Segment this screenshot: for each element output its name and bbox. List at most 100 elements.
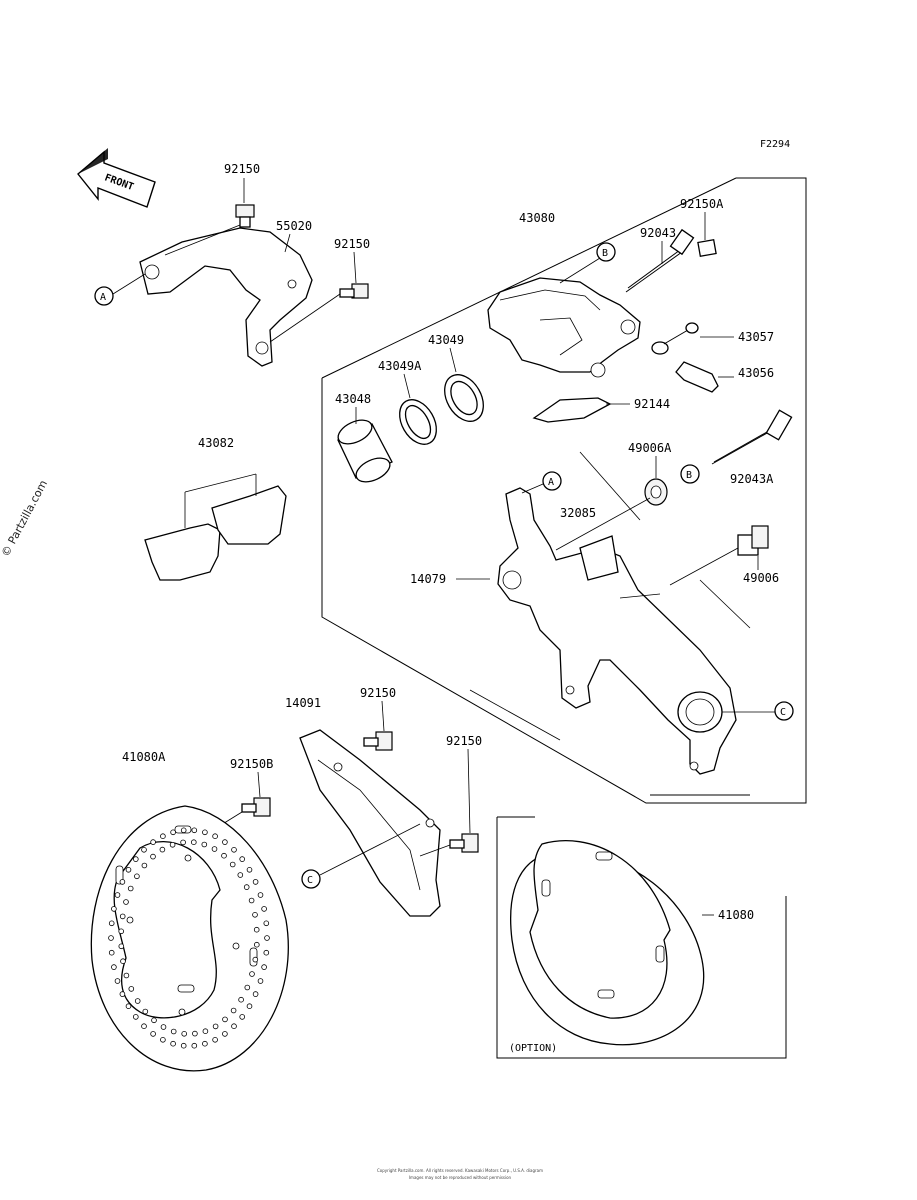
- disc-drill-hole: [134, 998, 141, 1004]
- option-label: (OPTION): [509, 1043, 557, 1054]
- disc-drill-hole: [118, 943, 125, 950]
- disc-drill-hole: [160, 1024, 167, 1030]
- disc-drill-hole: [252, 991, 259, 997]
- disc-drill-hole: [252, 911, 258, 918]
- disc-drill-hole: [238, 996, 244, 1003]
- disc-drill-hole: [248, 897, 255, 904]
- piston-43048: [337, 419, 393, 483]
- label-43082: 43082: [198, 436, 234, 450]
- label-92043A: 92043A: [730, 472, 774, 486]
- disc-drill-hole: [253, 926, 260, 933]
- disc-drill-hole: [180, 1042, 187, 1049]
- footer-line-2: Images may not be reproduced without per…: [408, 1175, 512, 1180]
- bleeder-43057: [651, 322, 699, 355]
- option-box-outline: [496, 816, 787, 1059]
- caliper-assembly-outline: [321, 177, 807, 804]
- callout-c-guard: C: [301, 869, 321, 889]
- disc-drill-hole: [150, 1031, 156, 1037]
- label-92150A: 92150A: [680, 197, 724, 211]
- disc-drill-hole: [170, 1040, 176, 1047]
- disc-drill-hole: [181, 1031, 188, 1037]
- disc-drill-hole: [169, 841, 176, 848]
- disc-drill-hole: [239, 856, 246, 862]
- callout-a-left: A: [94, 286, 114, 306]
- disc-drill-hole: [160, 833, 166, 839]
- disc-drill-hole: [134, 873, 140, 880]
- disc-drill-hole: [261, 964, 267, 970]
- pin-92043: [625, 228, 695, 293]
- disc-drill-hole: [111, 964, 117, 970]
- disc-drill-hole: [192, 1030, 198, 1037]
- callout-a-holder: A: [542, 471, 562, 491]
- disc-drill-hole: [170, 829, 176, 836]
- bolt-92150B: [241, 797, 271, 817]
- disc-drill-hole: [120, 958, 126, 964]
- callout-b-caliper: B: [596, 242, 616, 262]
- disc-drill-hole: [150, 839, 156, 845]
- label-92150-top: 92150: [224, 162, 260, 176]
- label-43048: 43048: [335, 392, 371, 406]
- disc-drill-hole: [249, 971, 255, 977]
- disc-drill-hole: [191, 1042, 198, 1049]
- disc-drill-hole: [263, 920, 270, 927]
- disc-drill-hole: [191, 827, 198, 834]
- disc-drill-hole: [201, 841, 208, 848]
- disc-drill-hole: [264, 935, 270, 941]
- label-55020: 55020: [276, 219, 312, 233]
- disc-drill-hole: [222, 839, 228, 845]
- disc-drill-hole: [237, 872, 244, 878]
- seal-43049A: [399, 399, 437, 445]
- disc-drill-hole: [170, 1028, 177, 1035]
- disc-drill-hole: [111, 906, 117, 912]
- disc-drill-hole: [159, 846, 166, 853]
- seal-43049: [444, 374, 484, 422]
- disc-drill-hole: [119, 879, 126, 885]
- figure-code: F2294: [760, 139, 790, 150]
- disc-drill-hole: [114, 892, 121, 898]
- disc-drill-hole: [133, 856, 139, 862]
- label-14079: 14079: [410, 572, 446, 586]
- bolt-92150-guard2: [449, 833, 479, 853]
- disc-drill-hole: [119, 913, 126, 920]
- pin-92043A: [711, 409, 793, 465]
- disc-drill-hole: [211, 846, 218, 852]
- disc-drill-hole: [222, 1031, 228, 1037]
- disc-drill-hole: [231, 846, 237, 853]
- disc-drill-hole: [243, 884, 250, 890]
- label-32085: 32085: [560, 506, 596, 520]
- svg-text:B: B: [602, 248, 608, 259]
- label-14091: 14091: [285, 696, 321, 710]
- disc-drill-hole: [118, 928, 124, 935]
- svg-text:C: C: [307, 875, 313, 886]
- label-43056: 43056: [738, 366, 774, 380]
- bleeder-43056: [675, 361, 719, 393]
- label-49006: 49006: [743, 571, 779, 585]
- bushing-49006A: [644, 478, 668, 506]
- label-92144: 92144: [634, 397, 670, 411]
- front-arrow-icon: FRONT: [77, 148, 156, 208]
- disc-drill-hole: [253, 941, 260, 948]
- disc-drill-hole: [151, 1017, 157, 1024]
- disc-drill-hole: [180, 827, 187, 834]
- label-92043: 92043: [640, 226, 676, 240]
- label-92150-guard2: 92150: [446, 734, 482, 748]
- brake-pads-43082: [144, 473, 287, 581]
- label-92150-mid: 92150: [334, 237, 370, 251]
- disc-drill-hole: [257, 978, 264, 984]
- disc-drill-hole: [252, 879, 259, 885]
- caliper-holder-14079: [497, 487, 737, 775]
- callout-b-pin: B: [680, 464, 700, 484]
- disc-drill-hole: [231, 1023, 237, 1029]
- disc-drill-hole: [212, 1037, 218, 1043]
- disc-drill-hole: [133, 1014, 139, 1020]
- disc-drill-hole: [108, 935, 114, 941]
- disc-drill-hole: [202, 1028, 209, 1034]
- disc-drill-hole: [263, 949, 270, 956]
- disc-drill-hole: [257, 892, 264, 898]
- label-41080A: 41080A: [122, 750, 166, 764]
- callout-c-holder: C: [774, 701, 794, 721]
- bracket-55020: [139, 227, 313, 367]
- disc-drill-hole: [119, 991, 126, 997]
- disc-drill-hole: [114, 978, 121, 984]
- disc-drill-hole: [123, 972, 130, 979]
